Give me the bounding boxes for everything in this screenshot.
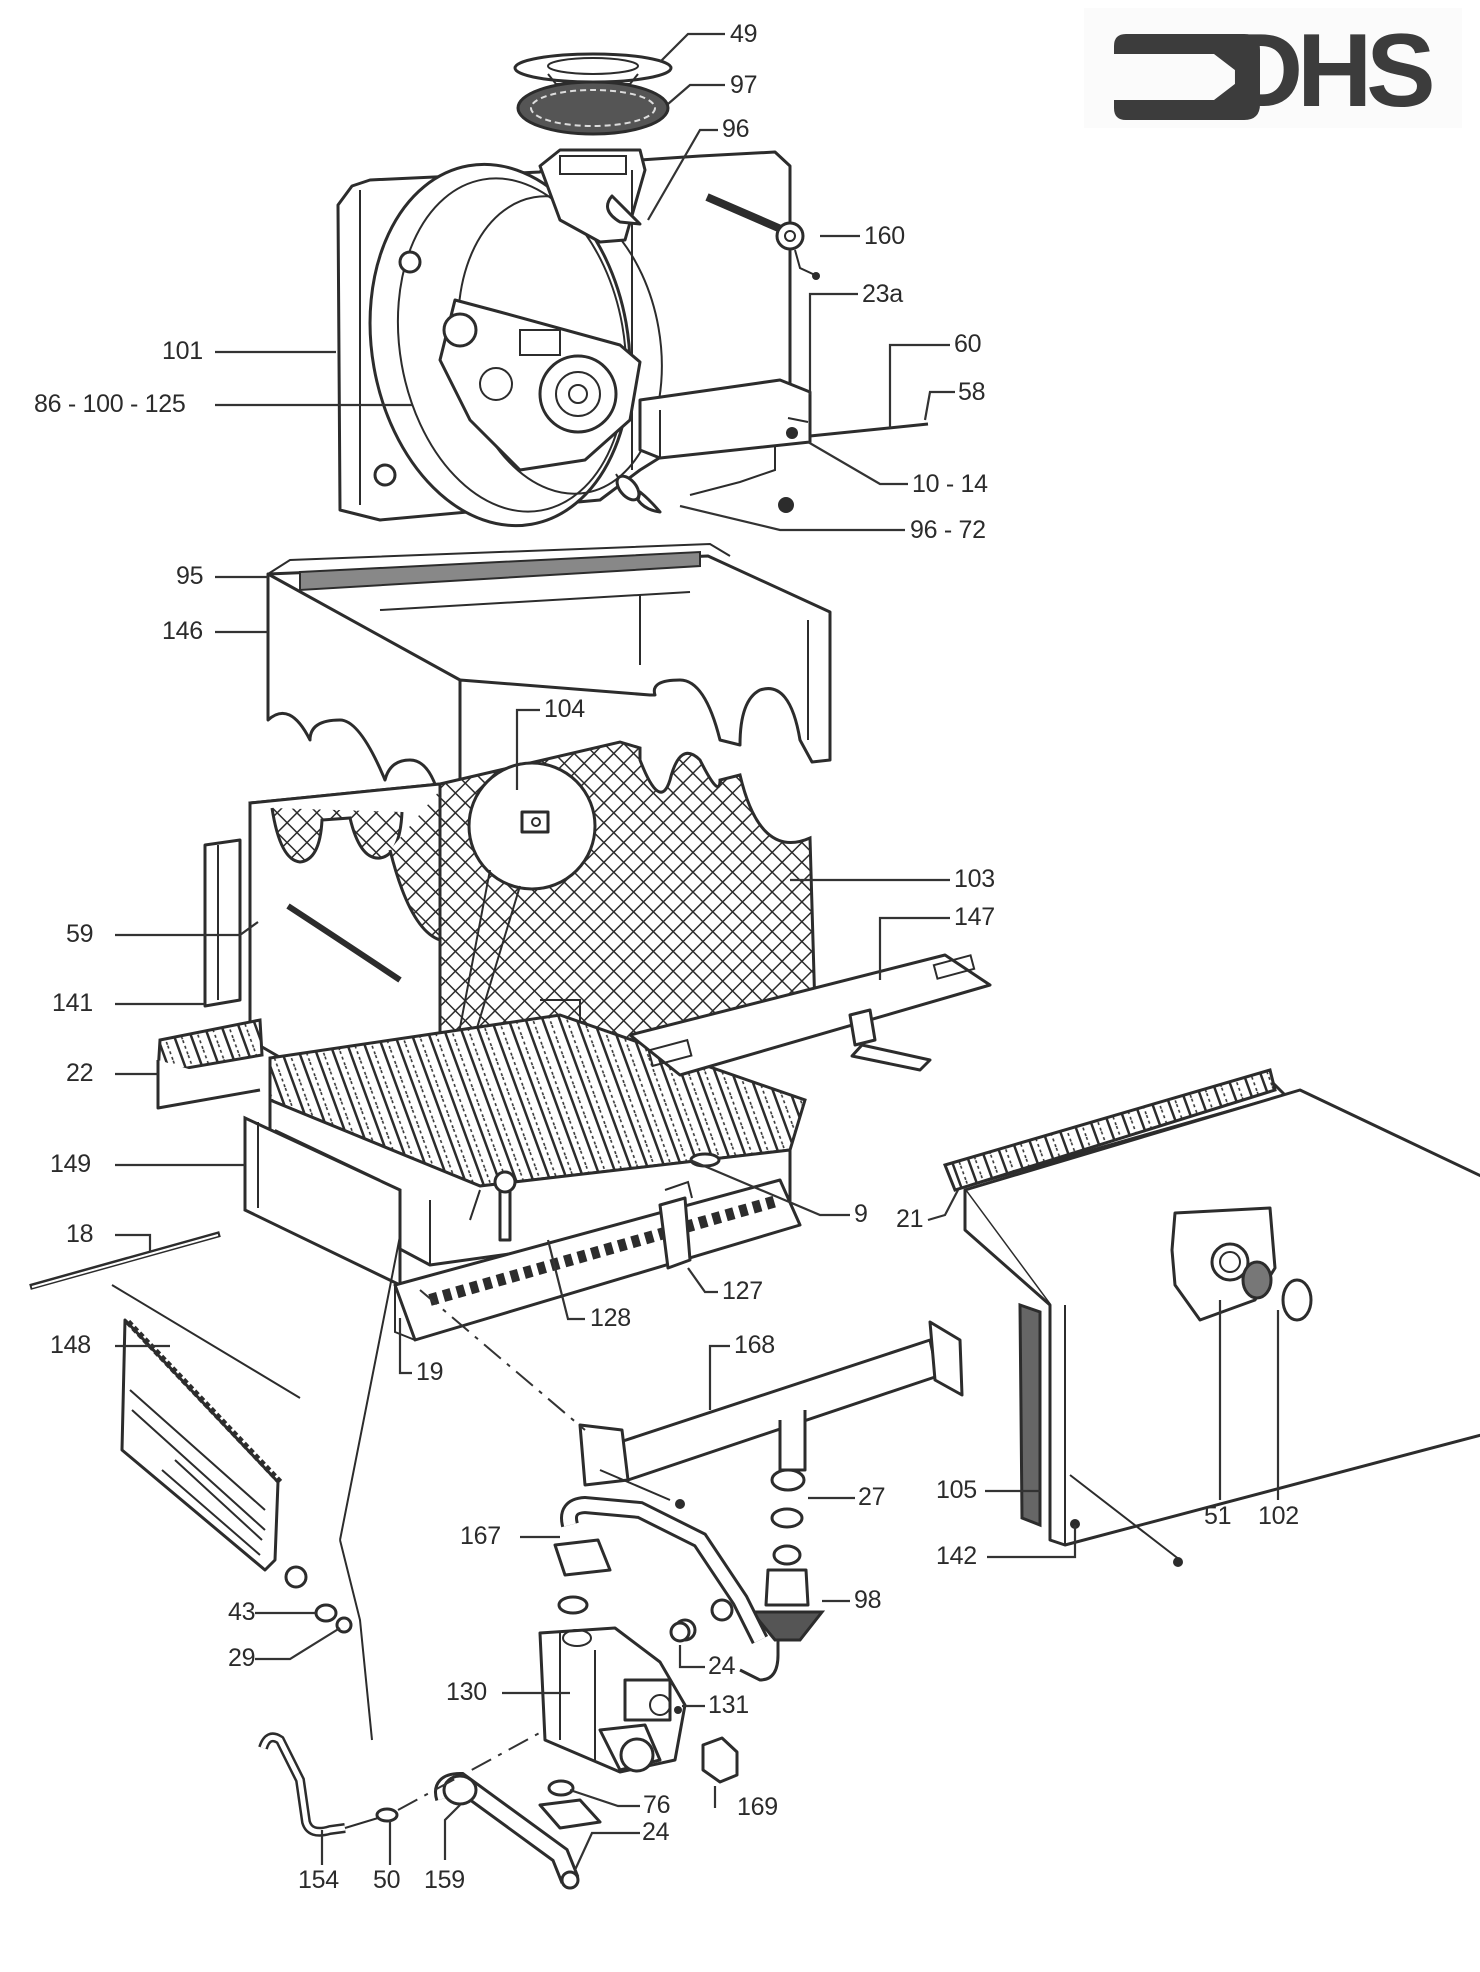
callout-103: 103 (954, 865, 995, 893)
callout-131: 131 (708, 1691, 749, 1719)
fin-strip-22 (156, 1018, 264, 1110)
callout-23a: 23a (862, 280, 903, 308)
burner-rail (393, 1152, 802, 1342)
callout-51: 51 (1204, 1502, 1232, 1530)
callout-19: 19 (416, 1358, 444, 1386)
callout-148: 148 (50, 1331, 91, 1359)
callout-27: 27 (858, 1483, 886, 1511)
arrow-right-icon (1114, 34, 1260, 120)
callout-97: 97 (730, 71, 758, 99)
gasket-97 (516, 80, 670, 136)
callout-167: 167 (460, 1522, 501, 1550)
callout-95: 95 (176, 562, 204, 590)
callout-102: 102 (1258, 1502, 1299, 1530)
combustion-cover-146 (266, 542, 832, 802)
flue-adapter-49 (513, 52, 673, 85)
callout-168: 168 (734, 1331, 775, 1359)
callout-59: 59 (66, 920, 94, 948)
callout-43: 43 (228, 1598, 256, 1626)
manifold-168 (578, 1320, 964, 1509)
connector-169 (701, 1736, 739, 1784)
callout-60: 60 (954, 330, 982, 358)
callout-141: 141 (52, 989, 93, 1017)
callout-9: 9 (854, 1200, 868, 1228)
callout-10-14: 10 - 14 (912, 470, 988, 498)
gas-valve-130 (538, 1626, 687, 1774)
callout-142: 142 (936, 1542, 977, 1570)
callout-58: 58 (958, 378, 986, 406)
callout-127: 127 (722, 1277, 763, 1305)
brand-logo (1084, 8, 1462, 128)
fan-housing-101 (336, 148, 929, 528)
callout-18: 18 (66, 1220, 94, 1248)
fittings-43-29 (314, 1603, 691, 1643)
callout-101: 101 (162, 337, 203, 365)
front-panel-148 (120, 1318, 308, 1589)
callout-147: 147 (954, 903, 995, 931)
callout-76: 76 (643, 1791, 671, 1819)
callout-22: 22 (66, 1059, 94, 1087)
callout-50: 50 (373, 1866, 401, 1894)
callout-96: 96 (722, 115, 750, 143)
callout-159: 159 (424, 1866, 465, 1894)
callout-49: 49 (730, 20, 758, 48)
baffle-plate-147 (628, 953, 992, 1077)
callout-160: 160 (864, 222, 905, 250)
callout-105: 105 (936, 1476, 977, 1504)
callout-169: 169 (737, 1793, 778, 1821)
callout-98: 98 (854, 1586, 882, 1614)
gas-pipe-167 (553, 1495, 769, 1645)
callout-86-100-125: 86 - 100 - 125 (34, 390, 186, 418)
fittings-27-98 (739, 1468, 826, 1682)
callout-104: 104 (544, 695, 585, 723)
callout-96-72: 96 - 72 (910, 516, 986, 544)
callout-149: 149 (50, 1150, 91, 1178)
callout-29: 29 (228, 1644, 256, 1672)
callout-130: 130 (446, 1678, 487, 1706)
callout-128: 128 (590, 1304, 631, 1332)
brand-logo-text: DHS (1228, 13, 1436, 129)
callout-24-upper: 24 (708, 1652, 736, 1680)
callout-154: 154 (298, 1866, 339, 1894)
leader-lines (115, 32, 1280, 1871)
callout-21: 21 (896, 1205, 924, 1233)
callout-146: 146 (162, 617, 203, 645)
callout-24-lower: 24 (642, 1818, 670, 1846)
inlet-159 (434, 1771, 602, 1890)
outer-casing (942, 1068, 1480, 1567)
